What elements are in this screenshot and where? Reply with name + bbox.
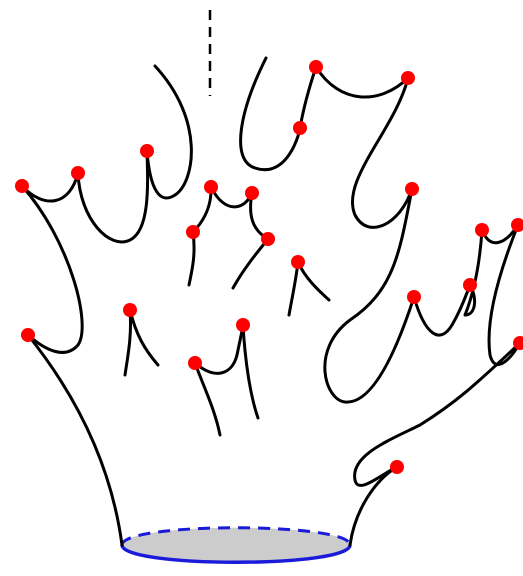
floating-m-mid (195, 325, 243, 373)
marked-point (293, 121, 307, 135)
left-finger-loop (78, 151, 148, 242)
marked-point (71, 166, 85, 180)
marked-points (15, 60, 523, 474)
right-cusp-1 (414, 285, 470, 335)
center-stub-1 (189, 232, 194, 285)
marked-point (407, 290, 421, 304)
right-cusp-2 (465, 230, 482, 315)
left-trunk-curve (28, 335, 122, 545)
center-cusp-left (193, 187, 211, 232)
marked-point (401, 71, 415, 85)
marked-point (309, 60, 323, 74)
floating-m-right (243, 325, 258, 418)
marked-point (390, 460, 404, 474)
floating-cusp-b-right (298, 262, 329, 300)
floating-cusp-a-right (130, 310, 158, 365)
marked-point (245, 186, 259, 200)
upper-middle-cusp (300, 67, 316, 128)
marked-point (236, 318, 250, 332)
marked-point (204, 180, 218, 194)
left-tall-finger (147, 66, 191, 198)
marked-point (21, 328, 35, 342)
marked-point (463, 278, 477, 292)
right-lower-sweep (355, 343, 520, 485)
right-upper-loop (352, 78, 412, 227)
marked-point (186, 225, 200, 239)
center-stub-2 (233, 239, 268, 288)
floating-cusp-a-left (125, 310, 131, 375)
marked-point (123, 303, 137, 317)
marked-point (140, 144, 154, 158)
marked-point (188, 356, 202, 370)
boundary-disk (122, 528, 350, 563)
floating-cusp-b-left (289, 262, 298, 315)
marked-point (475, 223, 489, 237)
right-trunk-curve (350, 467, 397, 545)
marked-point (15, 179, 29, 193)
upper-middle-loop (241, 58, 300, 170)
marked-point (405, 182, 419, 196)
top-right-arc (316, 67, 408, 97)
marked-point (261, 232, 275, 246)
right-big-loop (325, 189, 414, 402)
surface-curves (22, 58, 520, 545)
marked-point (291, 255, 305, 269)
left-lobe-curve (22, 186, 82, 352)
